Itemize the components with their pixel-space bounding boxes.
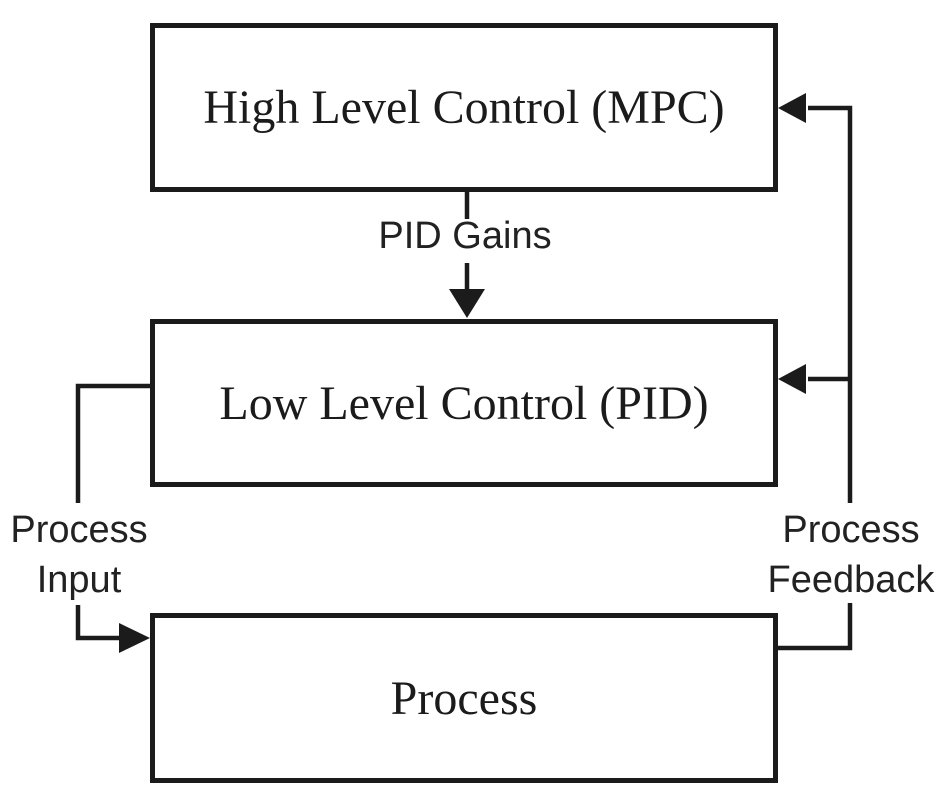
process-feedback-label: Process Feedback	[731, 505, 950, 605]
process-feedback-label-line1: Process	[782, 509, 920, 551]
pid-gains-label: PID Gains	[345, 214, 585, 258]
process-input-arrowhead	[119, 623, 150, 653]
pid-gains-label-text: PID Gains	[378, 215, 552, 257]
feedback-line-lower	[778, 603, 853, 651]
feedback-to-mpc-arrowhead	[778, 93, 806, 123]
feedback-to-pid-arrowhead	[778, 364, 806, 394]
process-input-line-lower	[75, 605, 121, 641]
feedback-line-upper	[808, 105, 853, 503]
high-level-control-label: High Level Control (MPC)	[203, 81, 725, 134]
process-node: Process	[150, 613, 778, 783]
process-feedback-label-line2: Feedback	[767, 559, 935, 601]
process-input-label-line2: Input	[36, 559, 122, 601]
process-input-label: Process Input	[0, 505, 158, 605]
pid-gains-arrowhead	[449, 289, 485, 318]
low-level-control-label: Low Level Control (PID)	[219, 376, 709, 430]
process-node-label: Process	[390, 671, 538, 725]
process-input-line-upper	[75, 383, 150, 503]
process-input-label-line1: Process	[10, 509, 148, 551]
high-level-control-node: High Level Control (MPC)	[150, 23, 778, 192]
low-level-control-node: Low Level Control (PID)	[150, 319, 778, 487]
